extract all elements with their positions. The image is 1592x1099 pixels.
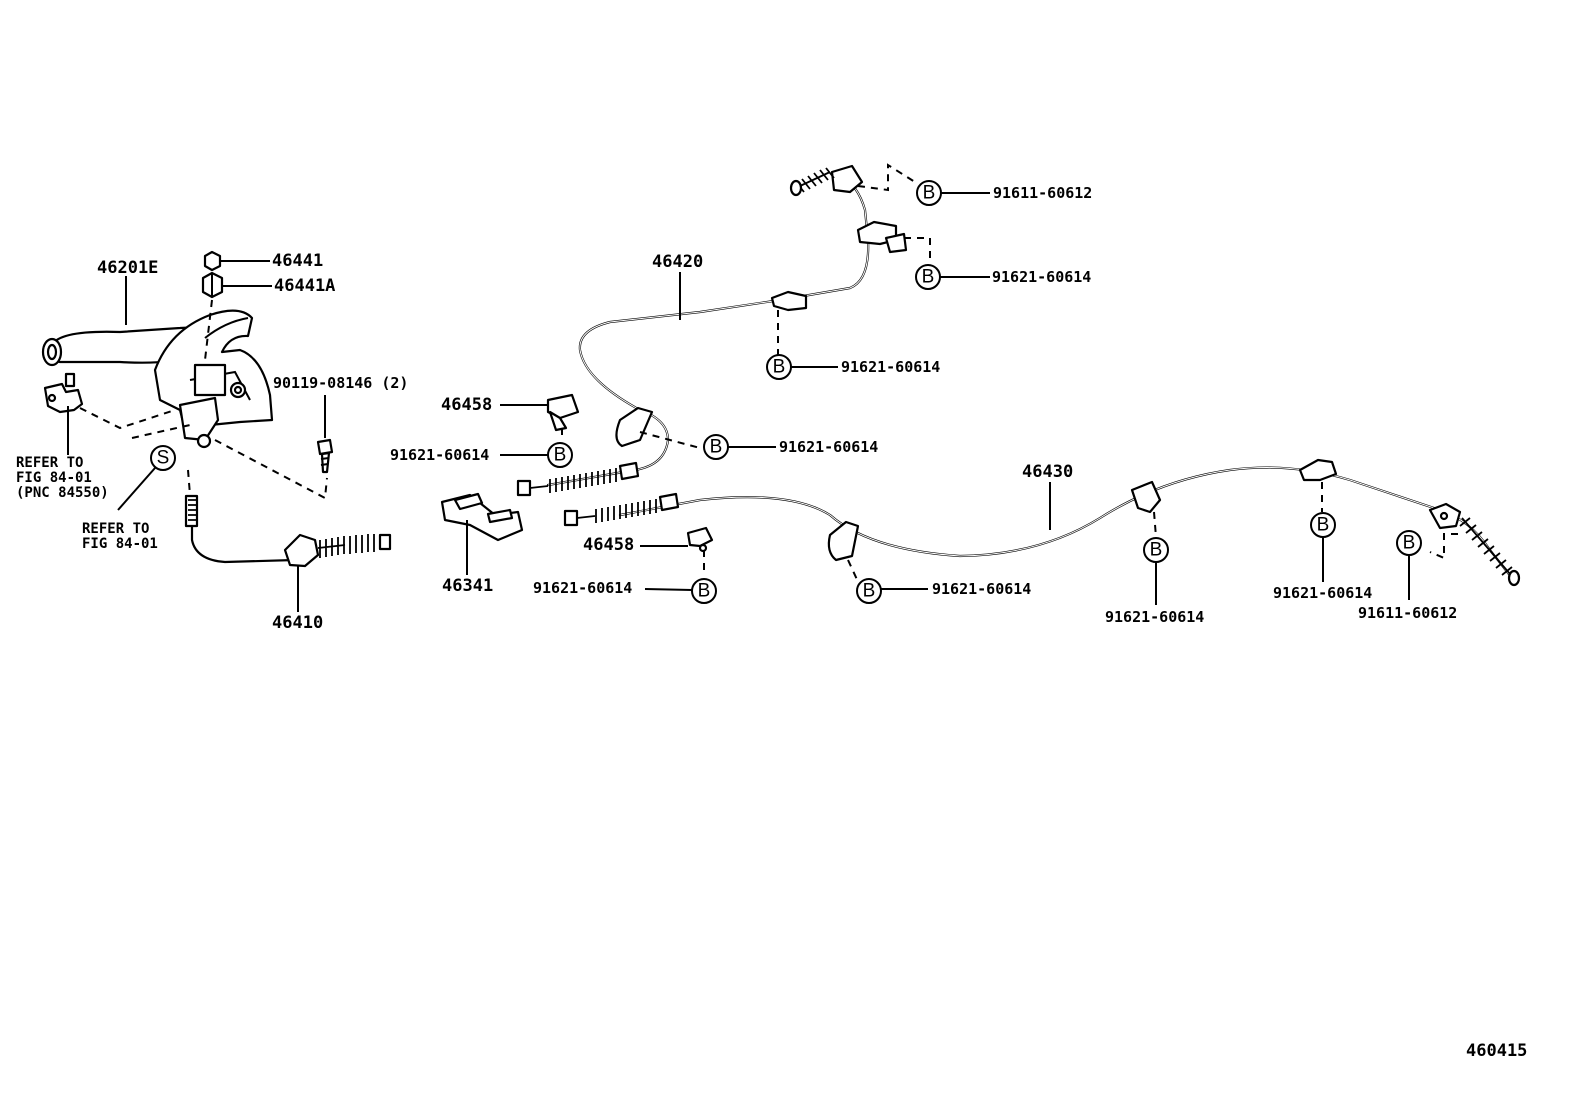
svg-text:B: B — [1150, 540, 1163, 561]
diagram-id: 460415 — [1466, 1041, 1527, 1061]
label-46420: 46420 — [652, 252, 703, 272]
svg-text:B: B — [923, 183, 936, 204]
rear-cable-46420 — [516, 163, 931, 497]
ref-fig-line-1: REFER TO — [82, 521, 149, 537]
label-46458-top: 46458 — [441, 395, 492, 415]
equalizer-46341 — [440, 492, 524, 542]
label-b-46430-3: 91621-60614 — [1273, 584, 1372, 602]
screw-s-letter: S — [157, 448, 170, 469]
bolt-b-46430-2: B — [1143, 537, 1169, 605]
bolt-90119 — [316, 438, 334, 474]
nut-46441 — [203, 250, 222, 272]
svg-text:B: B — [863, 581, 876, 602]
svg-text:B: B — [554, 445, 567, 466]
label-b-retainer-1: 91621-60614 — [390, 446, 489, 464]
screw-s-symbol: S — [150, 445, 176, 471]
label-b-top-2: 91621-60614 — [992, 268, 1091, 286]
label-b-46430-2: 91621-60614 — [1105, 608, 1204, 626]
label-b-bracket-46420: 91621-60614 — [779, 438, 878, 456]
label-b-mid-46420: 91621-60614 — [841, 358, 940, 376]
bolt-b-retainer-1: B — [500, 442, 573, 468]
retainer-46458-bottom — [686, 526, 714, 553]
ref-fig-line-2: FIG 84-01 — [82, 536, 158, 552]
svg-text:B: B — [1317, 515, 1330, 536]
label-46410: 46410 — [272, 613, 323, 633]
label-46201e: 46201E — [97, 258, 158, 278]
brake-switch — [43, 372, 84, 414]
bolt-b-46430-end: B — [1396, 530, 1422, 600]
parking-brake-lever — [41, 309, 274, 449]
svg-text:B: B — [710, 437, 723, 458]
bolt-b-retainer-2: B — [644, 578, 717, 604]
bolt-b-top-2: B — [915, 264, 990, 290]
label-46441a: 46441A — [274, 276, 335, 296]
ref-pnc-line-1: REFER TO — [16, 455, 83, 471]
svg-text:B: B — [773, 357, 786, 378]
label-b-retainer-2: 91621-60614 — [533, 579, 632, 597]
label-46430: 46430 — [1022, 462, 1073, 482]
label-46458-bottom: 46458 — [583, 535, 634, 555]
bolt-b-46430-1: B — [856, 578, 928, 604]
front-cable-46410 — [184, 494, 392, 568]
label-b-46430-1: 91621-60614 — [932, 580, 1031, 598]
bolt-b-top-1: B — [916, 180, 990, 206]
label-b-top-1: 91611-60612 — [993, 184, 1092, 202]
label-46441: 46441 — [272, 251, 323, 271]
bolt-b-mid-46420: B — [766, 354, 838, 380]
svg-text:B: B — [922, 267, 935, 288]
rear-cable-46430 — [563, 458, 1521, 587]
ref-pnc-line-2: FIG 84-01 — [16, 470, 92, 486]
label-46341: 46341 — [442, 576, 493, 596]
nut-46441a — [201, 271, 224, 299]
bolt-b-bracket-46420: B — [703, 434, 776, 460]
svg-text:B: B — [1403, 533, 1416, 554]
svg-text:B: B — [698, 581, 711, 602]
label-b-46430-end: 91611-60612 — [1358, 604, 1457, 622]
label-90119-08146: 90119-08146 (2) — [273, 374, 408, 392]
bolt-b-46430-3: B — [1310, 512, 1336, 582]
ref-pnc-line-3: (PNC 84550) — [16, 485, 109, 501]
retainer-46458-top — [546, 393, 580, 432]
